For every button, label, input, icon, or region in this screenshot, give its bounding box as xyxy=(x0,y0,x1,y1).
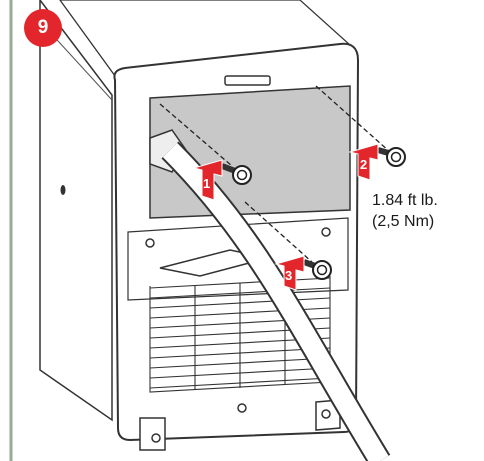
screw-2-icon xyxy=(377,147,406,167)
step-number-badge: 9 xyxy=(24,9,62,47)
lower-panel xyxy=(127,217,349,301)
callout-number-2: 2 xyxy=(360,157,367,172)
foot-screw-icon xyxy=(321,409,331,419)
callout-number-1: 1 xyxy=(203,176,210,191)
side-edge-line xyxy=(47,29,113,101)
panel-screw-icon xyxy=(145,238,155,248)
screw-1-icon xyxy=(220,163,252,185)
foot-screw-icon xyxy=(151,433,161,443)
callout-number-3: 3 xyxy=(285,268,292,283)
arrow-callout-2: 2 xyxy=(348,143,379,181)
side-screw-icon xyxy=(60,185,66,195)
torque-imperial: 1.84 ft lb. xyxy=(372,192,438,209)
panel-screw-icon xyxy=(321,227,331,237)
guide-line-2 xyxy=(315,85,391,153)
arrow-callout-3: 3 xyxy=(274,255,305,291)
handle-slot xyxy=(224,75,271,86)
device-side-panel xyxy=(39,0,113,422)
torque-spec: 1.84 ft lb. (2,5 Nm) xyxy=(372,190,438,232)
torque-metric: (2,5 Nm) xyxy=(372,213,435,230)
arrow-callout-1: 1 xyxy=(192,159,223,201)
foot-left xyxy=(139,417,166,451)
guide-line-3 xyxy=(244,201,313,263)
foot-screw-icon xyxy=(237,403,247,413)
screw-3-icon xyxy=(302,259,332,280)
